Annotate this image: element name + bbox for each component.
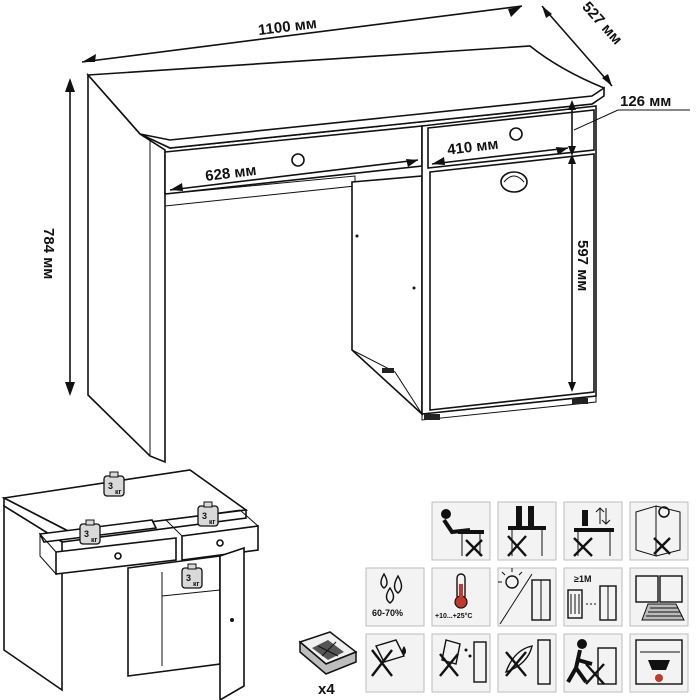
right-drawer-knob [509, 127, 523, 141]
adjustable-feet-icon: x4 [298, 631, 358, 698]
height-dimension-label: 784 мм [40, 228, 57, 279]
pedestal-inner-panel [351, 175, 423, 416]
no-heat-source-icon [629, 633, 689, 693]
svg-text:3: 3 [84, 529, 89, 539]
no-sitting-icon [431, 501, 491, 561]
no-heated-floor-icon [629, 567, 689, 627]
svg-text:3: 3 [202, 511, 207, 521]
temperature-label: +10...+25°C [435, 612, 472, 620]
drawer-height-dimension-label: 126 мм [620, 93, 671, 110]
door-height-dimension-label: 597 мм [574, 240, 591, 291]
left-drawer-dimension-label: 628 мм [204, 162, 257, 185]
weight-shelf: 3 кг [181, 563, 203, 589]
care-icons-grid: 60-70% +10...+25°C ≥1M [365, 501, 689, 693]
svg-text:кг: кг [91, 537, 98, 544]
weight-right-drawer: 3 кг [197, 501, 219, 527]
no-hanging-on-door-icon [629, 501, 689, 561]
feet-count-label: x4 [318, 681, 335, 698]
load-capacity-drawing: 3 кг 3 кг 3 кг 3 кг [1, 469, 260, 700]
temperature-icon: +10...+25°C [431, 567, 491, 627]
no-direct-sunlight-icon [497, 567, 557, 627]
no-water-cleaning-icon [365, 633, 425, 693]
right-drawer-dimension-label: 410 мм [446, 136, 499, 159]
svg-text:кг: кг [115, 489, 122, 496]
desk-left-panel [87, 72, 166, 464]
humidity-label: 60-70% [372, 608, 403, 618]
left-drawer-knob [291, 153, 305, 167]
cabinet-door [429, 153, 595, 411]
no-dragging-icon [563, 633, 623, 693]
svg-text:кг: кг [209, 519, 216, 526]
distance-label: ≥1M [574, 574, 591, 584]
no-aggressive-detergents-icon [431, 633, 491, 693]
no-climbing-icon [563, 501, 623, 561]
right-drawer-front [427, 109, 595, 169]
weight-top: 3 кг [103, 471, 125, 497]
no-abrasive-cloth-icon [497, 633, 557, 693]
svg-text:3: 3 [108, 481, 113, 491]
humidity-icon: 60-70% [365, 567, 425, 627]
main-desk-drawing: 1100 мм 527 мм 784 мм 126 мм 628 мм 410 … [40, 0, 690, 464]
weight-left-drawer: 3 кг [79, 519, 101, 545]
depth-dimension-label: 527 мм [578, 0, 625, 48]
svg-text:кг: кг [193, 581, 200, 588]
cabinet-door-handle [500, 171, 528, 193]
desk-top-edge [139, 86, 605, 149]
no-standing-icon [497, 501, 557, 561]
distance-from-heater-icon: ≥1M [563, 567, 623, 627]
svg-text:3: 3 [186, 573, 191, 583]
width-dimension-label: 1100 мм [257, 15, 318, 39]
